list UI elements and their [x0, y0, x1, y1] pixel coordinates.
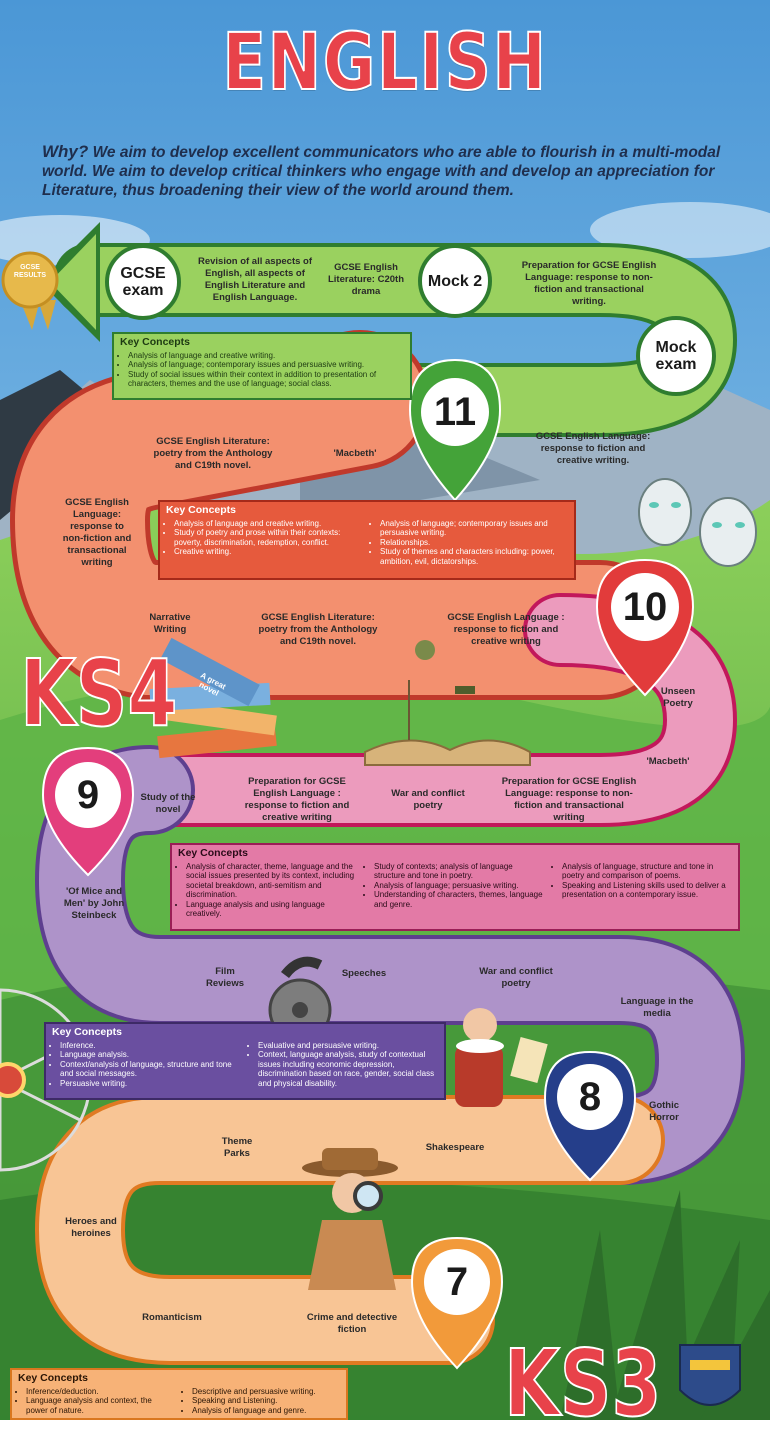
y8-shakespeare-label: Shakespeare: [425, 1142, 485, 1153]
y10-kc-item: Analysis of language and creative writin…: [174, 519, 362, 529]
y8-key-concepts: Key Concepts Inference. Language analysi…: [44, 1022, 446, 1100]
y8-kc-item: Persuasive writing.: [60, 1079, 240, 1089]
y11-c20-drama-label: GCSE English Literature: C20th drama: [327, 262, 404, 297]
y8-war-poetry-label: War and conflict poetry: [479, 966, 553, 989]
y7-heroes-label: Heroes and heroines: [65, 1216, 117, 1239]
y10-kc-item: Creative writing.: [174, 547, 362, 557]
y11-kc-item: Analysis of language and creative writin…: [128, 351, 404, 361]
y8-kc-item: Inference.: [60, 1041, 240, 1051]
page-title: ENGLISH: [221, 17, 548, 109]
y9-unseen-poetry-label: Unseen Poetry: [660, 686, 696, 709]
y9-kc-item: Analysis of language; persuasive writing…: [374, 881, 544, 891]
y11-key-concepts: Key Concepts Analysis of language and cr…: [112, 332, 412, 400]
y7-kc-item: Descriptive and persuasive writing.: [192, 1387, 340, 1397]
y9-prep-nonfiction-label: Preparation for GCSE English Language: r…: [501, 776, 637, 823]
y7-kc-title: Key Concepts: [18, 1372, 89, 1384]
y8-media-label: Language in the media: [620, 996, 694, 1019]
y11-kc-item: Analysis of language; contemporary issue…: [128, 360, 404, 370]
year-10-pin-number: 10: [611, 573, 679, 641]
y10-language-fiction-top-label: GCSE English Language: response to ficti…: [535, 431, 651, 466]
y11-revision-label: Revision of all aspects of English, all …: [197, 256, 313, 303]
y10-narrative-label: Narrative Writing: [149, 612, 191, 635]
y11-prep-language-label: Preparation for GCSE English Language: r…: [521, 260, 657, 307]
y9-macbeth-label: 'Macbeth': [646, 756, 690, 767]
why-lead: Why?: [42, 142, 89, 161]
y10-kc-item: Study of themes and characters including…: [380, 547, 568, 566]
y10-kc-item: Relationships.: [380, 538, 568, 548]
y9-novel-label: Study of the novel: [140, 792, 196, 815]
y10-poetry-top-label: GCSE English Literature: poetry from the…: [153, 436, 273, 471]
y7-crime-label: Crime and detective fiction: [306, 1312, 398, 1335]
y9-kc-item: Analysis of character, theme, language a…: [186, 862, 356, 900]
y7-romanticism-label: Romanticism: [142, 1312, 202, 1323]
y10-poetry-bottom-label: GCSE English Literature: poetry from the…: [258, 612, 378, 647]
y8-gothic-horror-label: Gothic Horror: [648, 1100, 680, 1123]
y8-film-reviews-label: Film Reviews: [205, 966, 245, 989]
y11-kc-title: Key Concepts: [120, 336, 191, 348]
y10-language-fiction-bottom-label: GCSE English Language : response to fict…: [447, 612, 565, 647]
year-8-pin-number: 8: [557, 1064, 623, 1130]
y9-of-mice-and-men-label: 'Of Mice and Men' by John Steinbeck: [63, 886, 125, 921]
y7-kc-item: Analysis of language and genre.: [192, 1406, 340, 1416]
y8-speeches-label: Speeches: [341, 968, 387, 979]
y9-kc-item: Language analysis and using language cre…: [186, 900, 356, 919]
y8-theme-parks-label: Theme Parks: [221, 1136, 253, 1159]
mission-statement: Why? We aim to develop excellent communi…: [42, 142, 762, 200]
y8-kc-item: Context/analysis of language, structure …: [60, 1060, 240, 1079]
gcse-results-medal: GCSE RESULTS: [13, 264, 47, 279]
y9-kc-item: Speaking and Listening skills used to de…: [562, 881, 732, 900]
y8-kc-item: Evaluative and persuasive writing.: [258, 1041, 438, 1051]
y7-kc-item: Speaking and Listening.: [192, 1396, 340, 1406]
ks3-label: KS3: [503, 1329, 662, 1437]
y8-kc-item: Language analysis.: [60, 1050, 240, 1060]
y9-kc-title: Key Concepts: [178, 847, 249, 859]
year-11-pin-number: 11: [421, 378, 489, 446]
y9-kc-item: Understanding of characters, themes, lan…: [374, 890, 544, 909]
year-7-pin-number: 7: [424, 1249, 490, 1315]
y7-kc-item: Language analysis and context, the power…: [26, 1396, 174, 1415]
y10-kc-title: Key Concepts: [166, 504, 237, 516]
gcse-exam-badge: GCSE exam: [105, 244, 181, 320]
y7-key-concepts: Key Concepts Inference/deduction. Langua…: [10, 1368, 348, 1420]
y10-key-concepts: Key Concepts Analysis of language and cr…: [158, 500, 576, 580]
y8-kc-title: Key Concepts: [52, 1026, 123, 1038]
year-9-pin-number: 9: [55, 762, 121, 828]
y10-kc-item: Study of poetry and prose within their c…: [174, 528, 362, 547]
y9-kc-item: Study of contexts; analysis of language …: [374, 862, 544, 881]
y10-macbeth-label: 'Macbeth': [333, 448, 377, 459]
y9-kc-item: Analysis of language, structure and tone…: [562, 862, 732, 881]
why-text: We aim to develop excellent communicator…: [42, 144, 721, 199]
mock-2-badge: Mock 2: [418, 244, 492, 318]
y9-war-poetry-label: War and conflict poetry: [391, 788, 465, 811]
y7-kc-item: Inference/deduction.: [26, 1387, 174, 1397]
y9-key-concepts: Key Concepts Analysis of character, them…: [170, 843, 740, 931]
y8-kc-item: Context, language analysis, study of con…: [258, 1050, 438, 1088]
y9-prep-fiction-label: Preparation for GCSE English Language : …: [244, 776, 350, 823]
mock-exam-badge: Mock exam: [636, 316, 716, 396]
y11-kc-item: Study of social issues within their cont…: [128, 370, 404, 389]
y10-left-language-label: GCSE English Language: response to non-f…: [62, 497, 132, 568]
ks4-label: KS4: [19, 639, 178, 748]
y10-kc-item: Analysis of language; contemporary issue…: [380, 519, 568, 538]
